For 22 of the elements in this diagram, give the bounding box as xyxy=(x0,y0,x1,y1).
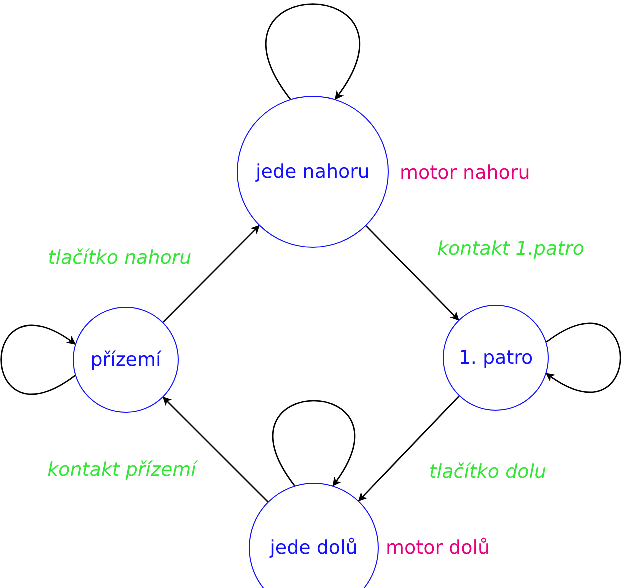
output-label: motor dolů xyxy=(386,537,490,559)
state-circle xyxy=(237,96,389,248)
arrow xyxy=(162,225,260,323)
state-circle xyxy=(443,305,549,411)
arrow xyxy=(366,226,460,321)
self-loop-arrow xyxy=(266,4,360,100)
self-loop-arrow xyxy=(0,324,76,396)
arrow xyxy=(358,396,460,502)
output-label: motor nahoru xyxy=(400,162,530,184)
self-loop-arrow xyxy=(272,400,356,487)
state-name: jede dolů xyxy=(270,537,358,559)
state-name: jede nahoru xyxy=(256,161,370,183)
state-name: přízemí xyxy=(90,349,162,371)
state-circle xyxy=(249,483,379,588)
state-name: 1. patro xyxy=(458,347,534,369)
state-circle xyxy=(73,307,179,413)
edge-label: kontakt přízemí xyxy=(48,459,196,481)
edge-label: tlačítko nahoru xyxy=(48,247,192,269)
edge-label: kontakt 1.patro xyxy=(438,238,584,260)
self-loop-arrow xyxy=(546,322,622,394)
arrow xyxy=(162,396,269,503)
edge-label: tlačítko dolu xyxy=(429,461,547,483)
